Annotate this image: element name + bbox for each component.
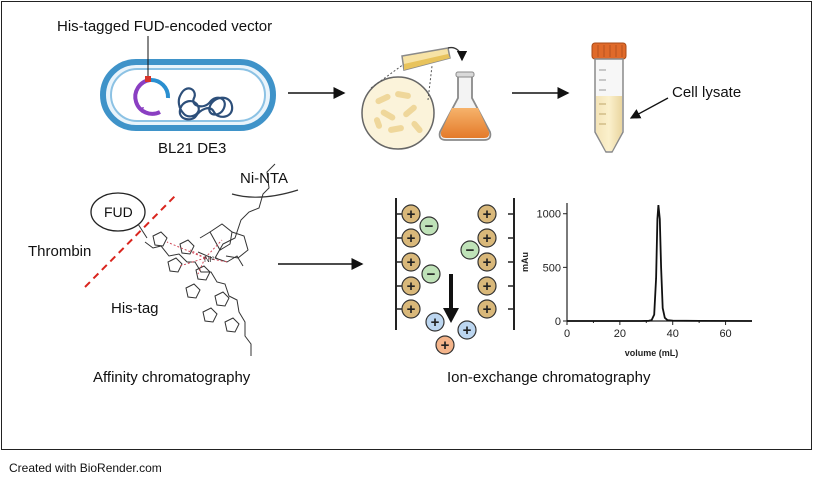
x-tick-label: 20 bbox=[614, 328, 626, 340]
flask-icon bbox=[438, 71, 492, 141]
y-tick-label: 0 bbox=[555, 316, 561, 328]
x-tick-label: 40 bbox=[667, 328, 679, 340]
ion-charge-symbol: + bbox=[463, 322, 472, 339]
footer-credit: Created with BioRender.com bbox=[9, 461, 162, 475]
positive-ion-icon: + bbox=[477, 299, 497, 319]
ion-beads: +++++−−+++++−+++ bbox=[401, 204, 497, 355]
his-tag-marker bbox=[145, 76, 151, 82]
ion-charge-symbol: + bbox=[407, 254, 416, 271]
ion-charge-symbol: + bbox=[483, 301, 492, 318]
centrifuge-tube-icon bbox=[591, 42, 627, 153]
x-tick-label: 60 bbox=[719, 328, 731, 340]
ion-charge-symbol: + bbox=[483, 206, 492, 223]
ion-charge-symbol: + bbox=[431, 314, 440, 331]
ion-exchange-chromatography-label: Ion-exchange chromatography bbox=[447, 369, 651, 386]
ion-charge-symbol: + bbox=[441, 337, 450, 354]
ion-charge-symbol: + bbox=[407, 301, 416, 318]
magnified-cells-icon bbox=[361, 63, 435, 150]
ion-charge-symbol: + bbox=[407, 230, 416, 247]
lysate-pointer bbox=[629, 97, 669, 119]
ni-nta-label: Ni-NTA bbox=[240, 170, 289, 187]
x-tick-label: 0 bbox=[564, 328, 570, 340]
fud-protein-icon bbox=[90, 192, 146, 232]
ion-exchange-column bbox=[395, 198, 515, 330]
vector-label: His-tagged FUD-encoded vector bbox=[57, 18, 273, 35]
fud-label: FUD bbox=[104, 204, 133, 220]
ion-charge-symbol: + bbox=[483, 230, 492, 247]
negative-ion-icon: − bbox=[419, 216, 439, 236]
affinity-chromatography-label: Affinity chromatography bbox=[93, 369, 251, 386]
ion-charge-symbol: − bbox=[466, 242, 475, 259]
resin-bead-arc bbox=[231, 189, 299, 198]
y-tick-label: 1000 bbox=[537, 209, 561, 221]
positive-ion-icon: + bbox=[401, 252, 421, 272]
positive-ion-icon: + bbox=[425, 312, 445, 332]
negative-ion-icon: − bbox=[460, 240, 480, 260]
x-axis-label: volume (mL) bbox=[625, 348, 679, 358]
positive-ion-icon: + bbox=[401, 299, 421, 319]
his-tag-structure-icon bbox=[144, 163, 276, 356]
y-tick-label: 500 bbox=[543, 262, 561, 274]
strain-label: BL21 DE3 bbox=[158, 140, 227, 157]
genome-icon bbox=[177, 87, 234, 121]
positive-ion-icon: + bbox=[477, 252, 497, 272]
positive-ion-icon: + bbox=[435, 335, 455, 355]
bacterium-icon bbox=[100, 59, 276, 131]
his-tag-label: His-tag bbox=[111, 300, 159, 317]
ion-charge-symbol: + bbox=[483, 278, 492, 295]
culture-tube-icon bbox=[401, 46, 468, 71]
ion-charge-symbol: + bbox=[483, 254, 492, 271]
positive-ion-icon: + bbox=[401, 204, 421, 224]
ion-charge-symbol: − bbox=[427, 266, 436, 283]
positive-ion-icon: + bbox=[477, 228, 497, 248]
thrombin-label: Thrombin bbox=[28, 243, 92, 260]
thrombin-cleavage-line bbox=[84, 193, 178, 288]
negative-ion-icon: − bbox=[421, 264, 441, 284]
ion-charge-symbol: − bbox=[425, 218, 434, 235]
nickel-atom-label: Ni²⁺ bbox=[204, 255, 218, 264]
positive-ion-icon: + bbox=[401, 228, 421, 248]
chromatogram-chart: 0 20 40 60 0 500 1000 volume (mL) mAu bbox=[520, 203, 753, 358]
positive-ion-icon: + bbox=[457, 320, 477, 340]
ion-charge-symbol: + bbox=[407, 206, 416, 223]
plasmid-icon bbox=[133, 78, 161, 116]
positive-ion-icon: + bbox=[477, 204, 497, 224]
cell-lysate-label: Cell lysate bbox=[672, 84, 742, 101]
flow-direction-arrow bbox=[443, 308, 459, 323]
ion-charge-symbol: + bbox=[407, 278, 416, 295]
positive-ion-icon: + bbox=[401, 276, 421, 296]
y-axis-label: mAu bbox=[520, 252, 530, 272]
elution-peak-line bbox=[567, 205, 753, 322]
positive-ion-icon: + bbox=[477, 276, 497, 296]
figure-frame bbox=[1, 1, 812, 450]
